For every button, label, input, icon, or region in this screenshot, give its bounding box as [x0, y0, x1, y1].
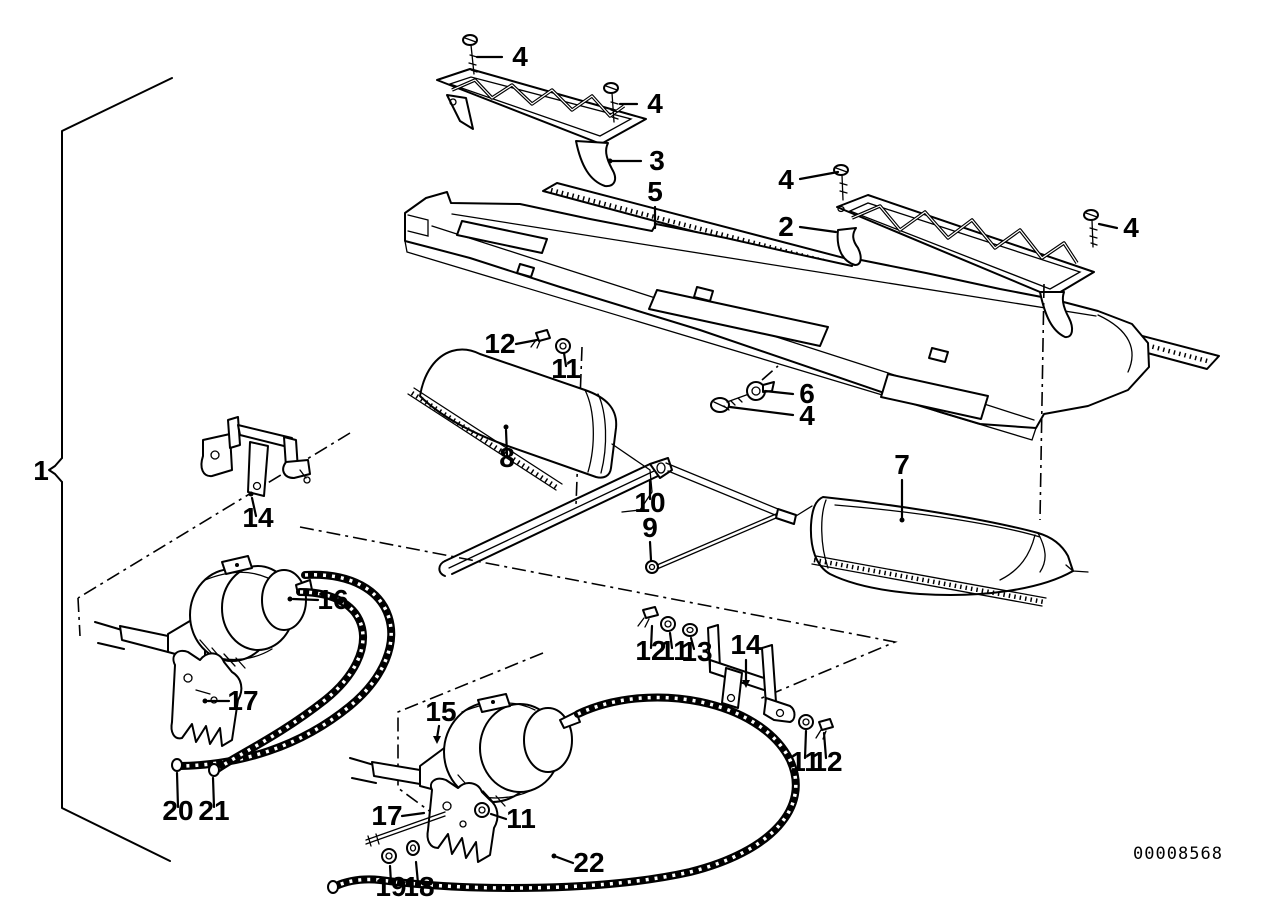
callout-rear-vent-grille: 2 [778, 211, 794, 242]
clip-lower-a [637, 606, 659, 628]
callout-screw-front-grille-a: 4 [512, 41, 528, 72]
callout-nut-claw: 11 [506, 803, 536, 834]
vacuum-actuator-left [94, 555, 313, 669]
callout-screw-rear-grille-b: 4 [1123, 212, 1139, 243]
callout-hose-end-a: 20 [162, 795, 193, 826]
rail-and-link [438, 457, 813, 577]
washer-stud [406, 840, 420, 856]
nut-stud [381, 848, 397, 864]
callout-rail: 10 [634, 487, 665, 518]
figure-code: 00008568 [1133, 844, 1223, 864]
nut-lower-a [660, 616, 676, 632]
callout-sealing-strip: 5 [647, 176, 663, 207]
callout-claw-bracket-left: 17 [227, 685, 258, 716]
rear-grille-screw-a [833, 164, 849, 201]
callout-washer-lower: 13 [681, 636, 712, 667]
callout-claw-bracket-lower: 17 [371, 800, 402, 831]
callout-nut-lower-a: 11 [659, 635, 689, 666]
callout-bracket-left: 14 [242, 502, 274, 533]
callout-nut-upper: 11 [551, 353, 581, 384]
callout-hose-end-b: 21 [198, 795, 229, 826]
callout-nut-stud: 19 [375, 871, 406, 902]
callout-vacuum-hose: 22 [573, 847, 604, 878]
callout-bracket-lower: 14 [730, 629, 762, 660]
callout-vacuum-actuator-lower: 15 [425, 696, 456, 727]
callout-complete-assembly: 1 [33, 455, 49, 486]
front-grille-screw-b [603, 82, 619, 123]
front-grille-screw-a [462, 34, 478, 75]
callout-front-vent-grille: 3 [649, 145, 665, 176]
callout-air-duct-left: 8 [499, 442, 515, 473]
nut-lower-b [798, 714, 814, 730]
callout-grommet: 6 [799, 378, 815, 409]
nut-upper [555, 338, 571, 354]
callout-air-duct-right: 7 [894, 449, 910, 480]
callout-screw-rear-grille-a: 4 [778, 164, 794, 195]
rear-vent-grille [836, 194, 1095, 339]
claw-bracket-lower [365, 777, 499, 863]
drain-hoses-left [171, 570, 396, 777]
air-duct-right [809, 496, 1089, 607]
callout-clip-upper: 12 [484, 328, 515, 359]
bracket-left [200, 416, 311, 497]
vacuum-hose [327, 693, 800, 894]
phantom-lines [77, 283, 1045, 833]
callout-vacuum-actuator-left: 16 [317, 584, 348, 615]
leader-lines [175, 55, 1119, 885]
bracket-lower [707, 624, 796, 723]
assembly-bracket-outline [48, 77, 173, 862]
callout-link-rod: 9 [642, 512, 658, 543]
cowl-panel [404, 191, 1150, 441]
callout-nut-lower-b: 11 [790, 746, 820, 777]
air-duct-left [407, 348, 653, 513]
link-rod [645, 513, 777, 574]
front-vent-grille [436, 68, 647, 188]
rear-grille-screw-b [1083, 209, 1099, 248]
clip-lower-b [815, 718, 834, 740]
nut-claw [474, 802, 490, 818]
callout-labels: 4 4 3 5 4 2 4 12 11 6 4 7 8 10 9 14 16 1… [33, 41, 1139, 902]
vacuum-actuator-lower [349, 693, 581, 807]
callout-washer-stud: 18 [403, 871, 434, 902]
callout-clip-lower-a: 12 [635, 635, 666, 666]
claw-bracket-left [170, 649, 243, 747]
callout-screw-front-grille-b: 4 [647, 88, 663, 119]
callout-screw-panel: 4 [799, 400, 815, 431]
clip-upper [530, 329, 551, 349]
callout-clip-lower-b: 12 [811, 746, 842, 777]
washer-lower [682, 623, 698, 637]
